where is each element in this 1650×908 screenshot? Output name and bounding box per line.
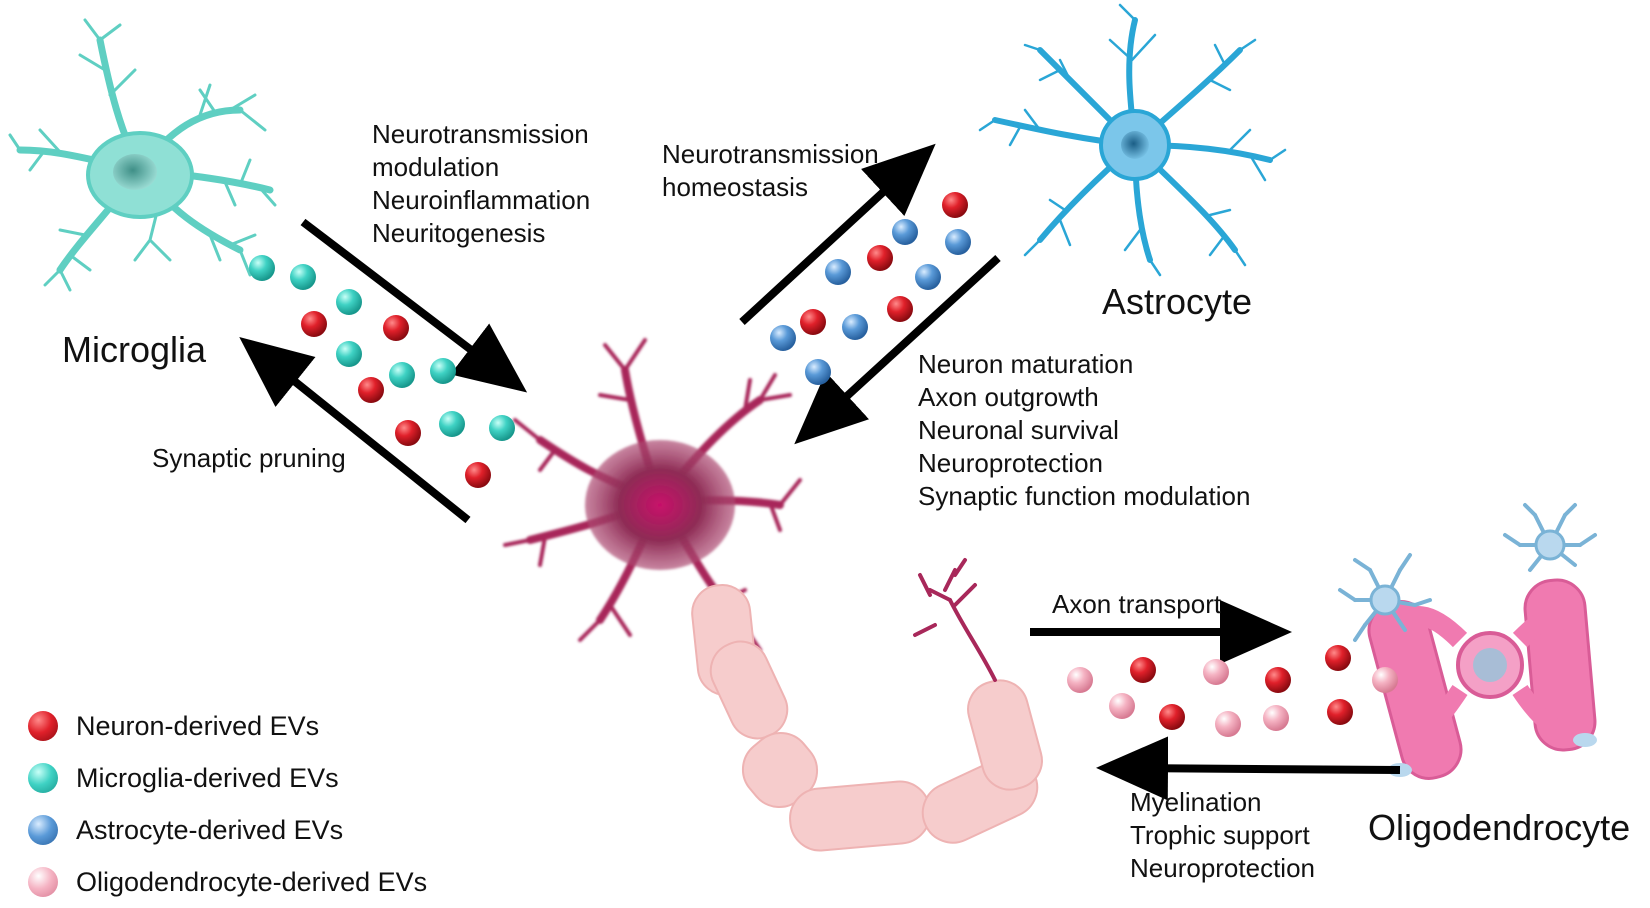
legend-swatch [28,711,58,741]
ev-particle [1203,659,1229,685]
legend-item-astrocyte-evs: Astrocyte-derived EVs [28,804,427,856]
annotation-neuron-to-oligodendrocyte: Axon transport [1052,588,1221,621]
annotation-line: modulation [372,152,500,182]
legend-item-microglia-evs: Microglia-derived EVs [28,752,427,804]
ev-cluster-microglia [249,255,515,488]
legend-label: Astrocyte-derived EVs [76,815,344,845]
annotation-line: Myelination [1130,787,1262,817]
arrow-oligodendrocyte-to-neuron [1096,736,1401,801]
ev-particle [915,264,941,290]
ev-particle [945,229,971,255]
annotation-line: homeostasis [662,172,808,202]
legend-swatch [28,867,58,897]
legend: Neuron-derived EVs Microglia-derived EVs… [28,700,427,908]
ev-particle [1067,667,1093,693]
ev-particle [867,245,893,271]
axon-terminal [913,558,997,682]
ev-particle [1109,693,1135,719]
ev-particle [892,219,918,245]
arrow-neuron-to-microglia [239,337,471,524]
legend-swatch [28,763,58,793]
ev-particle [1130,657,1156,683]
axon-myelin-segments [691,584,1043,852]
annotation-line: Neuritogenesis [372,218,546,248]
ev-cluster-oligodendrocyte [1067,645,1398,737]
ev-cluster-astrocyte [770,192,971,385]
ev-particle [800,309,826,335]
annotation-line: Neuroinflammation [372,185,591,215]
annotation-line: Axon outgrowth [918,382,1099,412]
ev-particle [249,255,275,281]
microglia-cell [8,18,277,292]
oligodendrocyte-cell [1338,503,1597,780]
ev-particle [1372,667,1398,693]
ev-particle [489,415,515,441]
arrow-neuron-to-astrocyte [739,143,936,325]
ev-particle [1325,645,1351,671]
annotation-line: Neurotransmission [372,119,589,149]
legend-swatch [28,815,58,845]
label-microglia: Microglia [62,329,207,370]
arrow-astrocyte-to-neuron [794,255,1001,445]
annotation-astrocyte-to-neuron: Neuron maturation Axon outgrowth Neurona… [918,348,1250,513]
ev-particle [290,264,316,290]
annotation-line: Synaptic pruning [152,443,346,473]
annotation-line: Trophic support [1130,820,1310,850]
ev-particle [805,359,831,385]
ev-particle [1215,711,1241,737]
legend-label: Neuron-derived EVs [76,711,320,741]
legend-label: Oligodendrocyte-derived EVs [76,867,428,897]
annotation-line: Neuroprotection [918,448,1103,478]
neuron-cell [503,338,802,652]
ev-particle [1327,699,1353,725]
ev-particle [1263,705,1289,731]
ev-particle [336,289,362,315]
ev-particle [395,420,421,446]
legend-item-neuron-evs: Neuron-derived EVs [28,700,427,752]
ev-particle [942,192,968,218]
annotation-neuron-to-astrocyte: Neurotransmission homeostasis [662,138,879,204]
label-astrocyte: Astrocyte [1102,281,1253,322]
annotation-line: Axon transport [1052,589,1222,619]
annotation-oligodendrocyte-to-neuron: Myelination Trophic support Neuroprotect… [1130,786,1315,885]
arrow-microglia-to-neuron [300,218,528,393]
ev-particle [1265,667,1291,693]
astrocyte-cell [978,3,1287,277]
ev-particle [1159,704,1185,730]
ev-particle [358,377,384,403]
arrows [239,143,1401,801]
ev-particle [383,315,409,341]
ev-particle [465,462,491,488]
ev-particle [439,411,465,437]
label-oligodendrocyte: Oligodendrocyte [1368,807,1631,848]
legend-label: Microglia-derived EVs [76,763,339,793]
annotation-neuron-to-microglia: Synaptic pruning [152,442,346,475]
annotation-line: Neurotransmission [662,139,879,169]
annotation-line: Neuroprotection [1130,853,1315,883]
annotation-microglia-to-neuron: Neurotransmission modulation Neuroinflam… [372,118,590,250]
legend-item-oligodendrocyte-evs: Oligodendrocyte-derived EVs [28,856,427,908]
ev-particle [825,259,851,285]
ev-particle [301,311,327,337]
ev-particle [336,341,362,367]
ev-particle [389,362,415,388]
ev-particle [887,296,913,322]
annotation-line: Synaptic function modulation [918,481,1251,511]
ev-particle [842,314,868,340]
ev-particle [770,325,796,351]
annotation-line: Neuron maturation [918,349,1134,379]
ev-particle [430,358,456,384]
annotation-line: Neuronal survival [918,415,1119,445]
